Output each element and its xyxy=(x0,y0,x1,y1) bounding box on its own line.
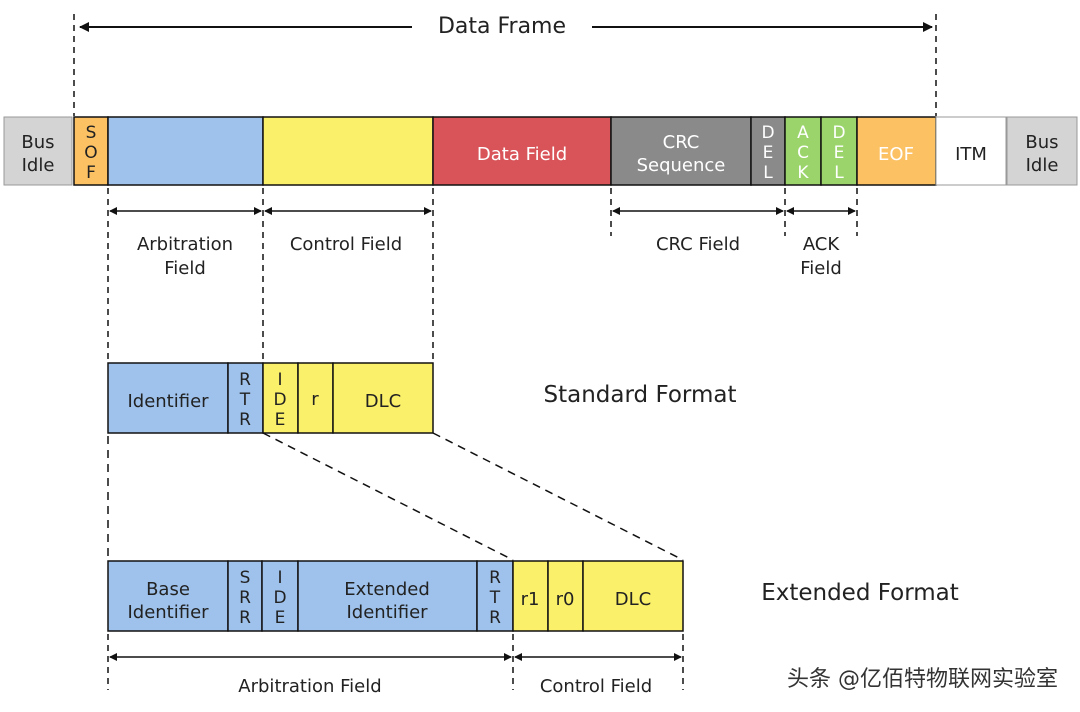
ext-srr-letter-2: R xyxy=(239,588,251,608)
extended-format: Base Identifier S R R I D E Extended Ide… xyxy=(107,560,959,632)
std-rtr-letter-1: R xyxy=(239,370,251,390)
ext-base-identifier-line2: Identifier xyxy=(127,602,209,623)
bus-idle-left-line1: Bus xyxy=(21,132,54,153)
std-dlc-cell xyxy=(332,362,434,434)
std-r-cell xyxy=(297,362,334,434)
ext-base-identifier-cell xyxy=(107,560,229,632)
arbitration-field-label-line1: Arbitration xyxy=(137,234,233,255)
ext-dlc-label: DLC xyxy=(615,589,651,610)
standard-format-title: Standard Format xyxy=(544,382,737,408)
ext-ide-letter-3: E xyxy=(275,608,286,628)
data-frame-title: Data Frame xyxy=(438,14,566,39)
arbitration-cell xyxy=(107,116,264,186)
ext-r1-label: r1 xyxy=(521,589,540,610)
sof-letter-3: F xyxy=(86,163,96,183)
del1-letter-1: D xyxy=(761,123,774,143)
eof-label: EOF xyxy=(878,144,914,165)
ext-srr-letter-1: S xyxy=(240,568,251,588)
ext-srr-letter-3: R xyxy=(239,608,251,628)
ext-ide-letter-2: D xyxy=(273,588,286,608)
std-r-label: r xyxy=(311,389,319,410)
standard-format: Identifier R T R I D E r DLC Standard Fo… xyxy=(107,362,737,434)
crc-sequence-line1: CRC xyxy=(663,132,700,153)
watermark-text: 头条 @亿佰特物联网实验室 xyxy=(787,667,1058,692)
itm-label: ITM xyxy=(955,144,987,165)
crc-sequence-cell xyxy=(610,116,752,186)
std-identifier-label: Identifier xyxy=(127,391,209,412)
std-dlc-label: DLC xyxy=(365,391,401,412)
ext-rtr-letter-3: R xyxy=(489,608,501,628)
std-ide-letter-2: D xyxy=(273,390,286,410)
ext-extended-identifier-line2: Identifier xyxy=(346,602,428,623)
ack-delimiter-cell xyxy=(820,116,858,186)
crc-delimiter-cell xyxy=(750,116,786,186)
ext-arbitration-field-label: Arbitration Field xyxy=(238,676,381,697)
extended-format-title: Extended Format xyxy=(761,580,959,606)
std-ide-letter-3: E xyxy=(275,410,286,430)
frame-bar: Bus Idle S O F Data Field CRC Sequence D… xyxy=(3,116,1078,186)
ext-extended-identifier-line1: Extended xyxy=(344,579,430,600)
ack-letter-2: C xyxy=(797,143,809,163)
del1-letter-2: E xyxy=(763,143,774,163)
ext-r0-label: r0 xyxy=(556,589,575,610)
std-identifier-cell xyxy=(107,362,229,434)
bus-idle-left-cell xyxy=(3,116,73,186)
ack-letter-1: A xyxy=(797,123,809,143)
bus-idle-left-line2: Idle xyxy=(22,155,55,176)
ext-ide-letter-1: I xyxy=(277,568,282,588)
del2-letter-1: D xyxy=(832,123,845,143)
bus-idle-right-cell xyxy=(1006,116,1078,186)
sof-letter-1: S xyxy=(86,123,97,143)
sof-cell xyxy=(73,116,109,186)
ext-base-identifier-line1: Base xyxy=(146,579,190,600)
bus-idle-right-line1: Bus xyxy=(1025,132,1058,153)
ack-letter-3: K xyxy=(797,163,809,183)
ext-extended-identifier-cell xyxy=(297,560,478,632)
ext-dlc-cell xyxy=(582,560,684,632)
sof-letter-2: O xyxy=(84,143,97,163)
ext-rtr-letter-1: R xyxy=(489,568,501,588)
std-ide-letter-1: I xyxy=(277,370,282,390)
std-rtr-letter-3: R xyxy=(239,410,251,430)
data-field-cell xyxy=(432,116,612,186)
std-rtr-letter-2: T xyxy=(239,390,251,410)
frame-field-spans xyxy=(107,188,858,362)
ext-ide-cell xyxy=(261,560,299,632)
data-frame-span: Data Frame xyxy=(73,14,937,116)
format-connectors xyxy=(107,432,684,561)
arbitration-field-label-line2: Field xyxy=(164,258,206,279)
del1-letter-3: L xyxy=(763,163,773,183)
del2-letter-2: E xyxy=(834,143,845,163)
ext-r0-cell xyxy=(547,560,584,632)
crc-sequence-line2: Sequence xyxy=(637,155,726,176)
extended-field-spans xyxy=(107,634,684,690)
bus-idle-right-line2: Idle xyxy=(1026,155,1059,176)
ack-field-label-line1: ACK xyxy=(803,234,841,255)
ext-srr-cell xyxy=(227,560,263,632)
del2-letter-3: L xyxy=(834,163,844,183)
data-field-label: Data Field xyxy=(477,144,567,165)
std-rtr-cell xyxy=(227,362,264,434)
ext-rtr-letter-2: T xyxy=(489,588,501,608)
ext-control-field-label: Control Field xyxy=(540,676,652,697)
ack-field-label-line2: Field xyxy=(800,258,842,279)
ext-r1-cell xyxy=(512,560,549,632)
itm-cell xyxy=(935,116,1007,186)
ack-slot-cell xyxy=(784,116,822,186)
control-cell xyxy=(262,116,434,186)
control-field-label: Control Field xyxy=(290,234,402,255)
crc-field-label: CRC Field xyxy=(656,234,740,255)
